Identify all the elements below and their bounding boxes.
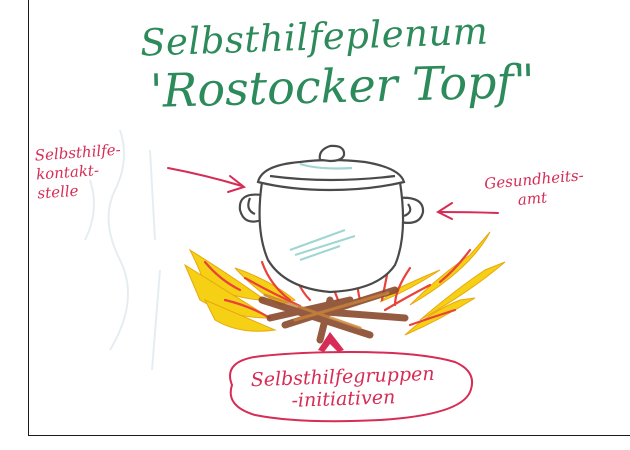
pot-lid (258, 146, 404, 190)
bubble-label: Selbsthilfegruppen -initiativen (227, 362, 458, 414)
arrow-right (438, 203, 498, 219)
pot-body (260, 182, 403, 292)
arrow-left (168, 168, 244, 192)
